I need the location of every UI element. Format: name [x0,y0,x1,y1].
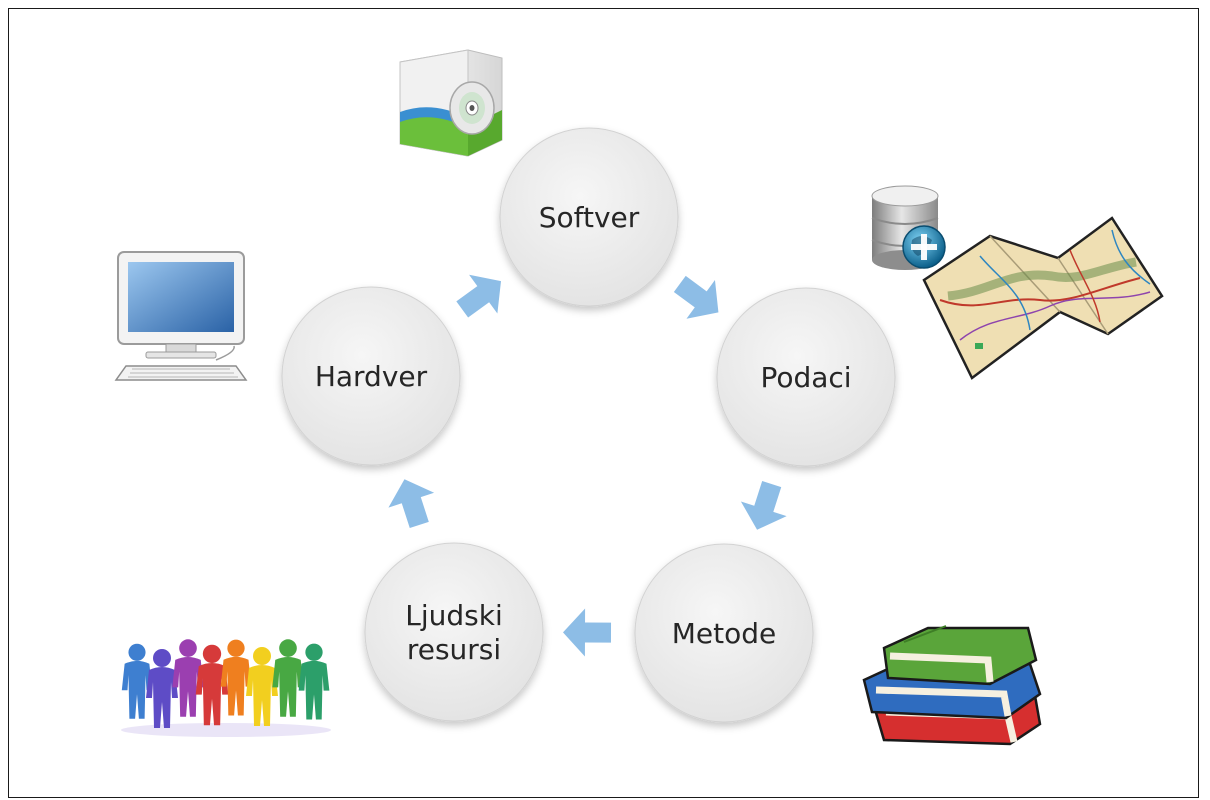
person-figure [121,643,153,719]
cycle-arrows [388,274,787,657]
node-metode [634,543,814,723]
computer-icon [114,251,248,381]
node-label-ljudski-2: resursi [407,633,501,666]
people-shadow [121,723,331,737]
node-label-hardver: Hardver [315,360,428,393]
arrow-ljudski-to-hardver [388,479,435,529]
cycle-nodes [281,127,896,723]
arrow-hardver-to-softver [456,274,502,318]
node-label-softver: Softver [539,201,640,234]
people-icon [121,639,331,737]
person-figure [172,639,204,717]
node-podaci [716,287,896,467]
node-label-podaci: Podaci [760,361,851,394]
software-box-icon [399,49,503,157]
person-figure [272,639,304,717]
arrow-metode-to-ljudski [563,608,612,657]
person-figure [195,644,229,726]
node-hardver [281,286,461,466]
node-softver [499,127,679,307]
node-ljudski [364,542,544,722]
person-figure [220,639,252,716]
arrow-softver-to-podaci [673,275,719,319]
person-figure [246,647,278,726]
person-figure [146,649,178,728]
books-icon [862,625,1042,746]
person-figure [298,643,330,720]
database-map-icon [871,185,1164,380]
node-label-metode: Metode [672,617,777,650]
node-label-ljudski-1: Ljudski [405,599,502,632]
arrow-podaci-to-metode [740,480,787,530]
